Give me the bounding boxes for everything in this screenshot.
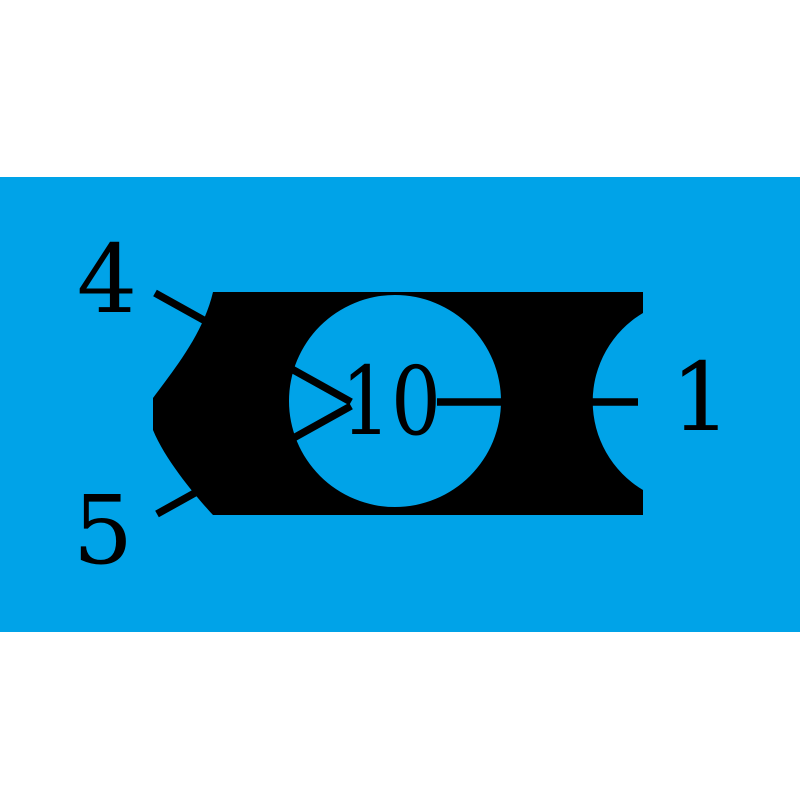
leader-line-5: [155, 402, 353, 518]
blue-panel: [0, 177, 800, 632]
label-upper-left: 4: [77, 225, 137, 335]
plate-shape: [153, 292, 643, 515]
label-right: 1: [671, 343, 731, 453]
label-lower-left: 5: [73, 476, 133, 586]
leader-line-4: [153, 289, 353, 406]
label-center: 10: [341, 347, 441, 457]
